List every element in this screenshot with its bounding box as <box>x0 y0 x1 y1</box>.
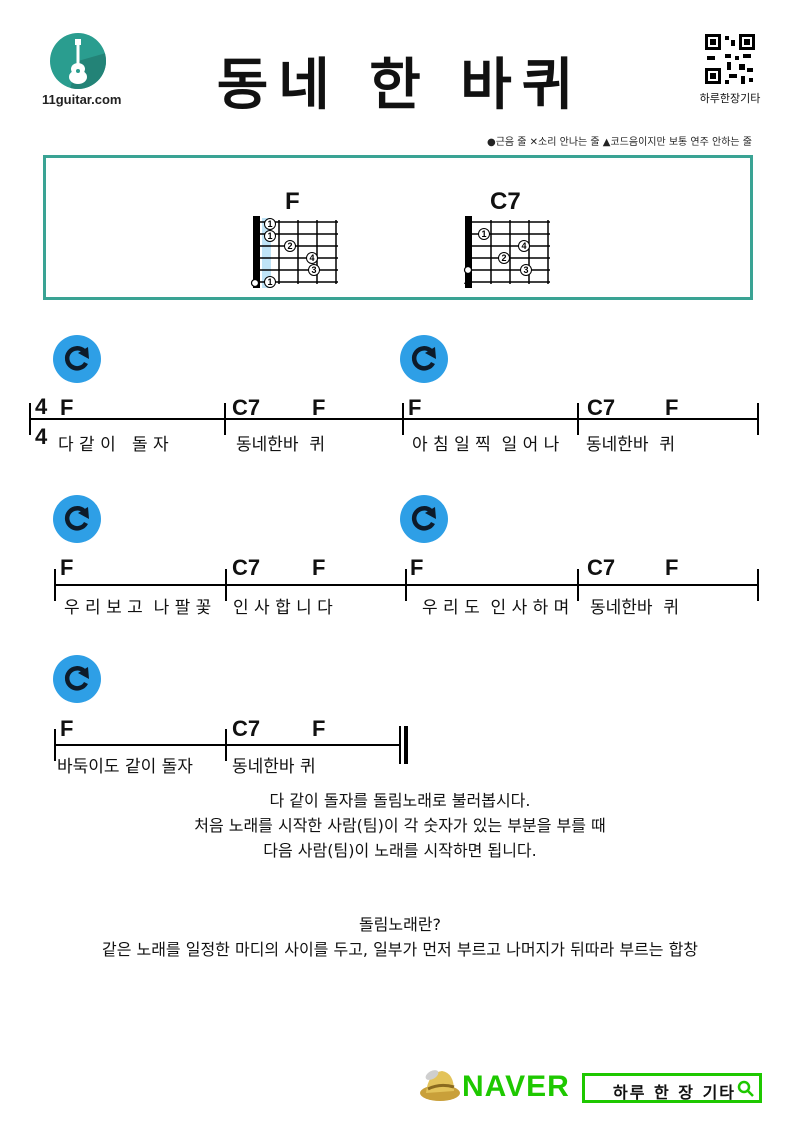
guitar-icon <box>69 39 106 89</box>
round-start-icon <box>400 335 448 383</box>
measure-lyric: 다 같 이 돌 자 <box>58 435 169 455</box>
measure-chord: C7 <box>232 716 261 741</box>
site-logo <box>50 33 106 89</box>
chord-diagram-f: 1 1 2 4 3 1 <box>250 216 338 288</box>
staff-row-1 <box>29 403 759 435</box>
chord-diagram-box <box>43 155 753 300</box>
chord-diagram-c7: 1 4 2 3 <box>463 216 550 288</box>
finger-label: 3 <box>523 265 528 275</box>
hat-mascot-icon <box>420 1070 460 1101</box>
measure-chord: F <box>312 555 326 580</box>
measure-lyric: 동네한바 퀴 <box>590 598 680 618</box>
site-name: 11guitar.com <box>42 92 122 107</box>
chord-name-f: F <box>285 188 300 215</box>
measure-lyric: 우 리 보 고 나 팔 꽃 <box>64 598 212 618</box>
time-signature-top: 4 <box>35 394 48 419</box>
finger-label: 1 <box>481 229 486 239</box>
measure-lyric: 동네한바 퀴 <box>232 757 316 777</box>
measure-lyric: 동네한바 퀴 <box>236 435 326 455</box>
measure-chord: F <box>60 395 74 420</box>
measure-lyric: 동네한바 퀴 <box>586 435 676 455</box>
finger-label: 3 <box>311 265 316 275</box>
finger-label: 1 <box>267 231 272 241</box>
qr-label: 하루한장기타 <box>699 92 761 105</box>
measure-lyric: 아 침 일 찍 일 어 나 <box>412 435 560 455</box>
measure-chord: F <box>665 395 679 420</box>
instruction-line: 처음 노래를 시작한 사람(팀)이 각 숫자가 있는 부분을 부를 때 <box>194 816 606 835</box>
definition-text: 같은 노래를 일정한 마디의 사이를 두고, 일부가 먼저 부르고 나머지가 뒤… <box>101 940 699 959</box>
instruction-line: 다 같이 돌자를 돌림노래로 불러봅시다. <box>269 791 531 810</box>
page-title: 동네 한 바퀴 <box>216 53 584 118</box>
finger-label: 4 <box>309 253 314 263</box>
naver-logo: NAVER <box>462 1070 570 1103</box>
search-icon[interactable] <box>737 1080 755 1098</box>
time-signature-bottom: 4 <box>35 424 48 449</box>
round-start-icon <box>53 495 101 543</box>
measure-chord: F <box>60 716 74 741</box>
measure-chord: C7 <box>587 395 616 420</box>
staff-row-3 <box>54 726 408 764</box>
finger-label: 1 <box>267 277 272 287</box>
measure-chord: C7 <box>587 555 616 580</box>
finger-label: 1 <box>267 219 272 229</box>
chord-name-c7: C7 <box>490 188 521 215</box>
definition-title: 돌림노래란? <box>358 915 442 934</box>
qr-code-icon[interactable] <box>705 34 755 84</box>
fretboard-legend: ●근음 줄 ✕소리 안나는 줄 ▲코드음이지만 보통 연주 안하는 줄 <box>486 137 752 148</box>
round-definition: 돌림노래란? 같은 노래를 일정한 마디의 사이를 두고, 일부가 먼저 부르고… <box>0 912 800 962</box>
round-instructions: 다 같이 돌자를 돌림노래로 불러봅시다. 처음 노래를 시작한 사람(팀)이 … <box>0 788 800 863</box>
measure-chord: F <box>408 395 422 420</box>
finger-label: 2 <box>501 253 506 263</box>
measure-chord: F <box>410 555 424 580</box>
measure-chord: F <box>665 555 679 580</box>
round-start-icon <box>53 335 101 383</box>
measure-chord: F <box>60 555 74 580</box>
round-start-icon <box>400 495 448 543</box>
measure-chord: C7 <box>232 395 261 420</box>
staff-row-2 <box>54 569 759 601</box>
measure-chord: F <box>312 395 326 420</box>
finger-label: 4 <box>521 241 526 251</box>
search-box[interactable]: 하루 한 장 기타 <box>582 1073 762 1103</box>
measure-lyric: 인 사 합 니 다 <box>233 598 333 618</box>
finger-label: 2 <box>287 241 292 251</box>
instruction-line: 다음 사람(팀)이 노래를 시작하면 됩니다. <box>263 841 537 860</box>
measure-lyric: 우 리 도 인 사 하 며 <box>422 598 570 618</box>
measure-chord: F <box>312 716 326 741</box>
search-query: 하루 한 장 기타 <box>613 1083 737 1102</box>
measure-chord: C7 <box>232 555 261 580</box>
measure-lyric: 바둑이도 같이 돌자 <box>57 757 193 777</box>
round-start-icon <box>53 655 101 703</box>
